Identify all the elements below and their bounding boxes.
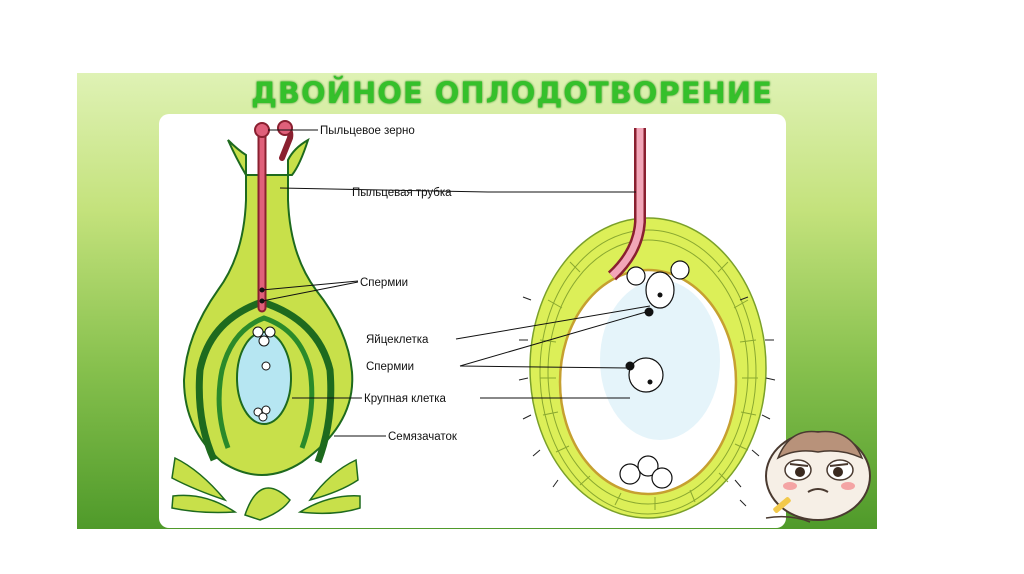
double-fertilization-diagram: Пыльцевое зерно Пыльцевая трубка Спермии… — [171, 120, 776, 521]
egg-apparatus-right — [626, 260, 690, 309]
tissue-cell-walls — [539, 261, 758, 510]
egg-nucleus — [657, 292, 663, 298]
label-pollen-tube: Пыльцевая трубка — [352, 187, 452, 199]
pollen-grain-1 — [254, 122, 270, 138]
label-pollen-grain: Пыльцевое зерно — [320, 125, 415, 137]
slide-title: ДВОЙНОЕ ОПЛОДОТВОРЕНИЕ — [251, 76, 773, 110]
sperm-right-2 — [625, 361, 635, 371]
antipodal-cells-left — [253, 405, 271, 422]
mascot-sticker-icon — [765, 430, 871, 523]
pistil-left — [171, 120, 361, 521]
diagram-panel: Пыльцевое зерно Пыльцевая трубка Спермии… — [159, 114, 786, 528]
central-cell-right — [628, 357, 664, 393]
label-egg-cell: Яйцеклетка — [366, 334, 429, 346]
tissue-edge-hairs — [518, 296, 776, 507]
embryo-sac-left — [236, 331, 292, 425]
label-sperms-left: Спермии — [360, 277, 408, 289]
egg-apparatus-left — [252, 326, 276, 347]
tissue-cell-net — [539, 229, 757, 515]
pistil-base-fringe — [171, 456, 361, 521]
label-ovule: Семязачаток — [388, 431, 458, 443]
ovule-right — [518, 128, 776, 519]
label-sperms-right: Спермии — [366, 361, 414, 373]
leader-lines — [261, 129, 651, 437]
antipodal-cells-right — [619, 455, 673, 489]
sperm-right-1 — [644, 307, 654, 317]
integument-inner — [216, 315, 315, 449]
central-cell-left — [261, 361, 271, 371]
label-large-cell: Крупная клетка — [364, 393, 447, 405]
